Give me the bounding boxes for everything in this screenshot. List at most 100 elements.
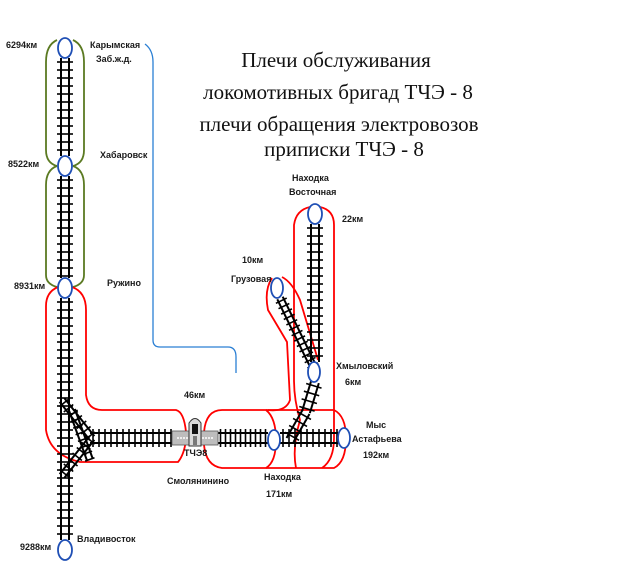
km-nakhodka-vostochnaya: 22км: [342, 214, 364, 224]
track-tie: [303, 390, 320, 397]
track-tie: [77, 437, 88, 443]
km-gruzovaya: 10км: [242, 255, 264, 265]
station-marker-khmylovsky[interactable]: [307, 361, 321, 383]
name-karymskaya-2: Заб.ж.д.: [96, 54, 132, 64]
track-tie: [75, 430, 86, 436]
track-tie: [301, 398, 318, 405]
track-khabarovsk-ruzhino: [57, 176, 73, 278]
track-tie: [70, 417, 81, 423]
km-vladivostok: 9288км: [20, 542, 52, 552]
title-line-2: локомотивных бригад ТЧЭ - 8: [203, 80, 473, 104]
track-smolyaninovo-nakhodka: [218, 429, 268, 447]
track-tie: [72, 424, 83, 429]
station-marker-vladivostok[interactable]: [57, 539, 73, 561]
track-tie: [293, 335, 306, 342]
track-khmylovsky-junction-2: [284, 409, 312, 443]
km-khmylovsky: 6км: [345, 377, 362, 387]
track-ruzhino-vladivostok: [57, 298, 73, 540]
track-tie: [280, 308, 293, 315]
name-gruzovaya: Грузовая: [231, 274, 271, 284]
rail: [301, 380, 313, 412]
station-marker-khabarovsk[interactable]: [57, 155, 73, 177]
diagram-title: Плечи обслуживания локомотивных бригад Т…: [199, 48, 478, 161]
track-tie: [284, 431, 300, 441]
km-nakhodka: 171км: [266, 489, 293, 499]
track-tie: [305, 382, 322, 389]
loop-karymskaya-khabarovsk: [45, 39, 85, 167]
track-tie: [275, 297, 288, 305]
loop-ruzhino-smolyaninovo: [45, 286, 187, 463]
station-marker-nakhodka-vostochnaya[interactable]: [307, 203, 323, 225]
rail: [68, 410, 89, 462]
km-mys-astafyeva: 192км: [363, 450, 390, 460]
track-tie: [278, 302, 290, 310]
name-vladivostok: Владивосток: [77, 534, 136, 544]
title-line-1: Плечи обслуживания: [241, 48, 431, 72]
track-tie: [286, 318, 298, 326]
name-nakhodka-vostochnaya-2: Восточная: [289, 187, 336, 197]
track-junction-cross-2: [58, 435, 96, 479]
station-markers: [57, 37, 351, 561]
rail: [285, 409, 304, 439]
track-junction-cross-3: [68, 408, 95, 462]
track-nakhodka-vostochnaya-khmylovsky: [307, 224, 323, 362]
name-mys-astafyeva-1: Мыс: [366, 420, 386, 430]
name-karymskaya-1: Карымская: [90, 40, 140, 50]
km-ruzhino: 8931км: [14, 281, 46, 291]
name-khmylovsky: Хмыловский: [336, 361, 393, 371]
track-tie: [288, 324, 301, 332]
name-khabarovsk: Хабаровск: [100, 150, 148, 160]
km-khabarovsk: 8522км: [8, 159, 40, 169]
station-marker-karymskaya[interactable]: [57, 37, 73, 59]
track-tie: [58, 468, 70, 478]
km-karymskaya: 6294км: [6, 40, 38, 50]
track-tie: [288, 424, 304, 435]
name-mys-astafyeva-2: Астафьева: [352, 434, 403, 444]
title-line-3: плечи обращения электровозов: [199, 112, 478, 136]
track-tie: [304, 356, 316, 364]
track-khmylovsky-junction-1: [299, 380, 322, 414]
station-marker-gruzovaya[interactable]: [270, 277, 284, 299]
track-tie: [80, 443, 91, 449]
name-nakhodka-vostochnaya-1: Находка: [292, 173, 330, 183]
station-marker-mys-astafyeva[interactable]: [337, 427, 351, 449]
name-smolyaninovo: Смолянинино: [167, 476, 230, 486]
track-tie: [291, 329, 303, 337]
track-tie: [296, 410, 312, 421]
track-tie: [299, 405, 315, 412]
track-tie: [82, 450, 93, 456]
depot-label: ТЧЭ8: [184, 448, 207, 458]
track-nakhodka-mys-astafyeva: [280, 429, 338, 447]
rail: [73, 408, 94, 460]
track-tie: [292, 417, 308, 428]
track-tie: [63, 403, 74, 413]
track-tie: [71, 452, 83, 462]
track-karymskaya-khabarovsk: [57, 58, 73, 156]
rail: [308, 382, 320, 414]
track-gruzovaya-khmylovsky: [275, 296, 319, 369]
track-junction-smolyaninovo: [90, 429, 172, 447]
station-marker-nakhodka[interactable]: [267, 429, 281, 451]
track-tie: [68, 410, 79, 416]
track-tie: [301, 351, 314, 359]
track-tie: [299, 345, 311, 353]
track-tie: [84, 456, 95, 462]
route-line: [144, 43, 237, 373]
km-smolyaninovo: 46км: [184, 390, 206, 400]
name-nakhodka: Находка: [264, 472, 302, 482]
track-tie: [67, 457, 79, 467]
tracks: [57, 58, 338, 540]
track-tie: [58, 398, 70, 408]
track-tie: [296, 340, 309, 348]
station-marker-ruzhino[interactable]: [57, 277, 73, 299]
track-tie: [63, 463, 74, 473]
loop-gruzovaya: [265, 276, 319, 412]
name-ruzhino: Ружино: [107, 278, 141, 288]
track-tie: [283, 313, 295, 321]
rail: [292, 413, 311, 443]
title-line-4: приписки ТЧЭ - 8: [264, 137, 424, 161]
station-labels: 6294км Карымская Заб.ж.д. 8522км Хабаров…: [6, 40, 403, 552]
depot-icon: [171, 418, 219, 447]
loop-khabarovsk-ruzhino: [45, 165, 85, 288]
